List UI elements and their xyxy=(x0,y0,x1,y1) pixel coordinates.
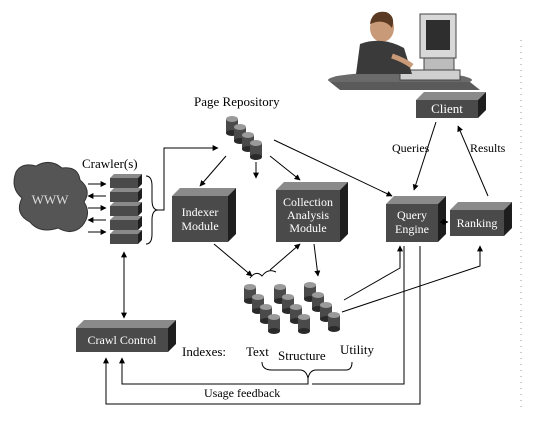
query-engine-label-line2: Engine xyxy=(395,222,429,236)
edge-ranking-to-client xyxy=(457,125,489,197)
crawler-box xyxy=(110,174,142,188)
crawler-box xyxy=(110,230,142,244)
edge-client-to-query-engine xyxy=(412,121,437,191)
query-engine: Query Engine xyxy=(386,196,446,242)
indexer-label-line1: Indexer xyxy=(182,205,219,219)
www-cloud: WWW xyxy=(13,162,88,232)
indexes-top-brace xyxy=(249,270,277,279)
client-label: Client xyxy=(431,101,463,116)
usage-feedback-label: Usage feedback xyxy=(204,386,280,400)
crawler-brace xyxy=(145,175,159,245)
ranking-label: Ranking xyxy=(457,216,498,230)
database-cylinder-icon xyxy=(250,140,262,160)
crawler-stack: Crawler(s) xyxy=(82,156,142,244)
indexer-module: Indexer Module xyxy=(172,188,236,242)
query-engine-label-line1: Query xyxy=(397,208,427,222)
text-index-label: Text xyxy=(246,344,269,359)
edge-repository-to-query-engine xyxy=(273,139,393,197)
utility-index-label: Utility xyxy=(340,342,374,357)
database-cylinder-icon xyxy=(328,312,340,332)
edge-collection-to-utility xyxy=(313,243,321,277)
collection-label-line2: Analysis xyxy=(287,208,329,222)
edge-repository-to-collection xyxy=(269,155,301,181)
ranking: Ranking xyxy=(450,202,512,236)
collection-label-line3: Module xyxy=(289,221,326,235)
edge-crawlers-to-repository xyxy=(158,145,219,211)
edge-indexes-to-query-engine xyxy=(343,245,403,301)
indexes-label: Indexes: xyxy=(182,344,226,359)
crawler-box xyxy=(110,202,142,216)
results-label: Results xyxy=(470,141,506,155)
crawler-box xyxy=(110,216,142,230)
collection-label-line1: Collection xyxy=(283,195,333,209)
indexer-label-line2: Module xyxy=(181,219,218,233)
database-cylinder-icon xyxy=(268,314,280,334)
crawlers-label: Crawler(s) xyxy=(82,156,138,171)
crawl-control-label: Crawl Control xyxy=(88,333,158,347)
edge-indexes-to-collection xyxy=(269,243,301,271)
structure-index-label: Structure xyxy=(278,348,326,363)
page-repository: Page Repository xyxy=(194,94,280,160)
database-cylinder-icon xyxy=(298,314,310,334)
crawler-box xyxy=(110,188,142,202)
edge-query-engine-to-crawl-control xyxy=(103,246,421,405)
edge-repository-to-indexer xyxy=(199,155,227,187)
edge-indexer-to-indexes xyxy=(213,243,253,277)
edge-query-engine-feedback xyxy=(312,246,405,385)
indexes-bottom-brace xyxy=(261,361,353,379)
indexes-databases xyxy=(244,282,340,334)
page-repository-label: Page Repository xyxy=(194,94,280,109)
edge-indexes-to-crawl-control xyxy=(119,357,309,385)
edge-indexes-to-ranking xyxy=(341,245,483,313)
queries-label: Queries xyxy=(392,141,430,155)
crawl-control: Crawl Control xyxy=(76,320,176,352)
www-crawler-arrows xyxy=(87,181,107,235)
www-label: WWW xyxy=(32,192,70,207)
user-at-computer-icon xyxy=(328,11,480,90)
collection-analysis-module: Collection Analysis Module xyxy=(276,182,348,242)
client: Client xyxy=(416,92,486,118)
